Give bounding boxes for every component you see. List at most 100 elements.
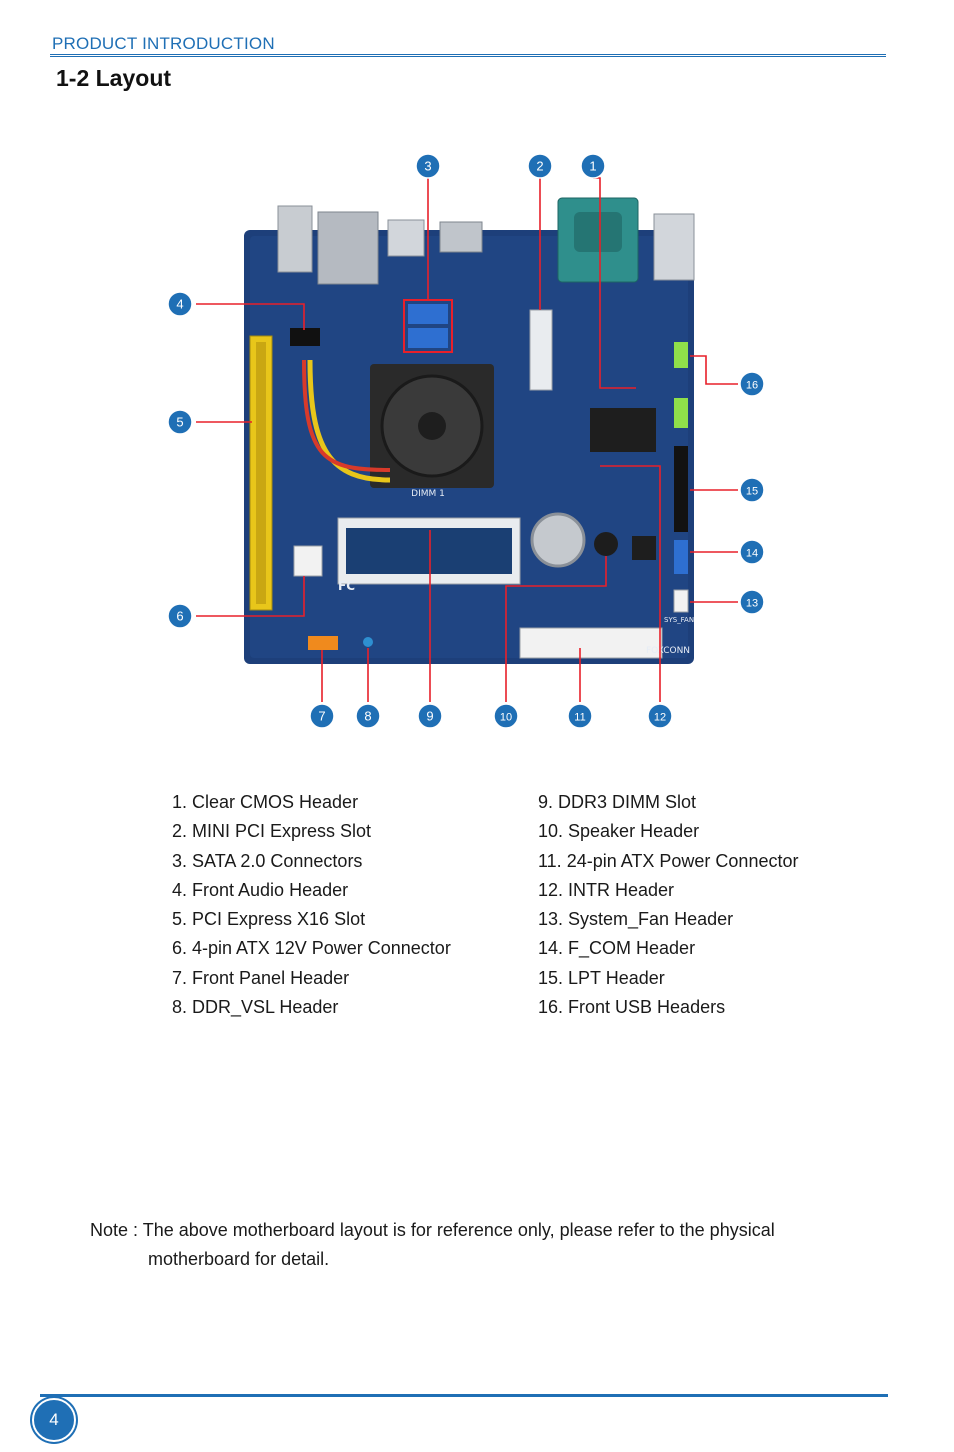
legend-item: 14. F_COM Header bbox=[538, 938, 696, 959]
leader-12 bbox=[600, 465, 661, 702]
callout-8: 8 bbox=[355, 703, 381, 729]
callout-number: 6 bbox=[176, 609, 183, 624]
legend-item: 10. Speaker Header bbox=[538, 821, 700, 842]
callout-10: 10 bbox=[493, 703, 519, 729]
legend-item: 9. DDR3 DIMM Slot bbox=[538, 792, 697, 812]
note: Note : The above motherboard layout is f… bbox=[90, 1216, 775, 1274]
sata-cable-red bbox=[302, 359, 391, 472]
f-com-header bbox=[674, 540, 688, 574]
front-usb-header-1 bbox=[674, 342, 688, 368]
callout-number: 11 bbox=[574, 712, 585, 724]
callout-9: 9 bbox=[417, 703, 443, 729]
mini-pcie-slot bbox=[529, 309, 553, 391]
legend-item: 16. Front USB Headers bbox=[538, 997, 726, 1018]
callout-number: 8 bbox=[364, 709, 371, 724]
atx-12v-connector bbox=[293, 545, 323, 577]
callout-badge bbox=[647, 703, 673, 729]
speaker-header bbox=[594, 532, 618, 556]
callout-number: 7 bbox=[318, 709, 325, 724]
legend-item: 11. 24-pin ATX Power Connector bbox=[538, 850, 799, 871]
callout-number: 2 bbox=[536, 159, 543, 174]
atx-24pin-connector bbox=[519, 627, 663, 659]
callout-13: 13 bbox=[739, 589, 765, 615]
pcie-x16-slot-inner bbox=[256, 342, 266, 604]
rear-io-audio bbox=[277, 205, 313, 273]
brand-logo: FOXCONN bbox=[646, 646, 690, 656]
front-audio-header bbox=[290, 328, 320, 346]
rear-io-hdmi bbox=[439, 221, 483, 253]
io-chip bbox=[590, 408, 656, 452]
callout-number: 9 bbox=[426, 709, 433, 724]
callout-6: 6 bbox=[167, 603, 193, 629]
legend-item: 13. System_Fan Header bbox=[538, 909, 734, 930]
callout-number: 12 bbox=[654, 712, 666, 724]
callout-15: 15 bbox=[739, 477, 765, 503]
leader-6 bbox=[196, 576, 305, 617]
legend-item: 3. SATA 2.0 Connectors bbox=[172, 850, 363, 871]
callout-1: 1 bbox=[580, 153, 606, 179]
callout-number: 1 bbox=[589, 159, 596, 174]
callout-badge bbox=[580, 153, 606, 179]
legend-right-column: 9. DDR3 DIMM Slot 10. Speaker Header 11.… bbox=[538, 788, 798, 1022]
cpu-fan-hub bbox=[418, 412, 446, 440]
callout-badge bbox=[415, 153, 441, 179]
legend-item: 2. MINI PCI Express Slot bbox=[172, 821, 372, 842]
legend-item: 15. LPT Header bbox=[538, 967, 665, 988]
callout-number: 14 bbox=[746, 548, 758, 560]
rear-io-usb bbox=[387, 219, 425, 257]
cmos-battery bbox=[530, 512, 586, 568]
legend-item: 5. PCI Express X16 Slot bbox=[172, 909, 366, 930]
leader-10 bbox=[505, 556, 607, 702]
callout-number: 15 bbox=[746, 486, 758, 498]
ddr-vsl-header bbox=[363, 637, 373, 647]
page-title: 1-2 Layout bbox=[56, 65, 172, 91]
sata-cable bbox=[307, 359, 391, 483]
header-rule-secondary bbox=[50, 56, 886, 57]
legend-left-column: 1. Clear CMOS Header 2. MINI PCI Express… bbox=[172, 788, 451, 1022]
callout-11: 11 bbox=[567, 703, 593, 729]
rear-io-com-port bbox=[574, 212, 622, 252]
lpt-header bbox=[674, 446, 688, 532]
callout-badge bbox=[739, 371, 765, 397]
sata-port-1 bbox=[408, 304, 448, 324]
callout-number: 10 bbox=[500, 712, 512, 724]
bios-chip bbox=[632, 536, 656, 560]
legend-item: 12. INTR Header bbox=[538, 879, 675, 900]
sys-fan-label: SYS_FAN bbox=[664, 616, 694, 624]
callout-badge bbox=[167, 291, 193, 317]
dimm-label: DIMM 1 bbox=[411, 489, 445, 499]
legend-item: 7. Front Panel Header bbox=[172, 967, 350, 988]
legend-item: 6. 4-pin ATX 12V Power Connector bbox=[172, 938, 451, 959]
callout-number: 3 bbox=[424, 159, 431, 174]
note-line-1: Note : The above motherboard layout is f… bbox=[90, 1220, 775, 1240]
rear-io-ps2 bbox=[653, 213, 695, 281]
callout-16: 16 bbox=[739, 371, 765, 397]
callout-badge bbox=[567, 703, 593, 729]
front-panel-header bbox=[308, 636, 338, 650]
callout-badge bbox=[527, 153, 553, 179]
callout-badge bbox=[739, 477, 765, 503]
front-usb-header-2 bbox=[674, 398, 688, 428]
note-line-2: motherboard for detail. bbox=[148, 1249, 330, 1269]
callout-badge bbox=[167, 603, 193, 629]
header-rule bbox=[50, 54, 886, 55]
callout-7: 7 bbox=[309, 703, 335, 729]
fc-logo: FC bbox=[338, 579, 355, 593]
callout-5: 5 bbox=[167, 409, 193, 435]
callout-4: 4 bbox=[167, 291, 193, 317]
legend-item: 4. Front Audio Header bbox=[172, 879, 349, 900]
footer-rule bbox=[40, 1394, 888, 1397]
callout-14: 14 bbox=[739, 539, 765, 565]
callout-badge bbox=[493, 703, 519, 729]
callout-3: 3 bbox=[415, 153, 441, 179]
legend-item: 8. DDR_VSL Header bbox=[172, 997, 339, 1018]
callout-badge bbox=[167, 409, 193, 435]
leader-16 bbox=[690, 355, 738, 385]
callout-number: 13 bbox=[746, 598, 758, 610]
ddr3-dimm-slot-inner bbox=[346, 528, 512, 574]
sata-port-2 bbox=[408, 328, 448, 348]
page-number: 4 bbox=[32, 1398, 76, 1442]
callout-badge bbox=[417, 703, 443, 729]
callout-badge bbox=[355, 703, 381, 729]
